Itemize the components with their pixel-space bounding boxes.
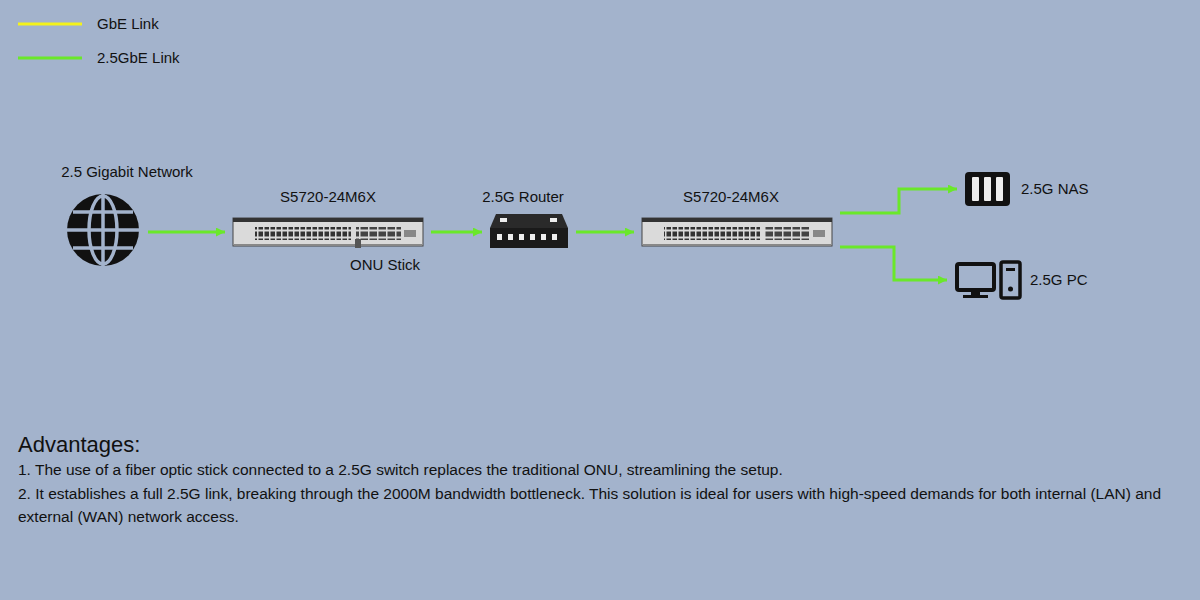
link-arrow xyxy=(840,189,957,213)
pc-node: 2.5G PC xyxy=(955,262,1020,298)
nas-icon xyxy=(965,172,1010,206)
globe-node: 2.5 Gigabit Network xyxy=(66,193,140,267)
device-label: S5720-24M6X xyxy=(683,188,779,206)
link-arrow xyxy=(431,231,482,234)
note-text: 2. It establishes a full 2.5G link, brea… xyxy=(18,482,1184,528)
device-label: S5720-24M6X xyxy=(280,188,376,206)
legend-text: GbE Link xyxy=(97,15,159,33)
router-icon xyxy=(490,214,568,248)
switch-icon xyxy=(233,218,423,248)
device-label: 2.5G Router xyxy=(482,188,564,206)
section-heading: Advantages: xyxy=(18,432,1184,458)
nas-node: 2.5G NAS xyxy=(965,172,1010,206)
pc-icon xyxy=(957,262,1020,298)
note-text: 1. The use of a fiber optic stick connec… xyxy=(18,459,1184,481)
link-arrow xyxy=(148,231,225,234)
legend-line-sample xyxy=(18,23,82,26)
device-label: 2.5G PC xyxy=(1030,271,1088,289)
switch-node: S5720-24M6X xyxy=(642,218,832,246)
switch-icon xyxy=(642,218,832,246)
link-arrow xyxy=(576,231,634,234)
switch-node: S5720-24M6XONU Stick xyxy=(233,218,423,246)
device-label: 2.5G NAS xyxy=(1021,180,1089,198)
link-arrow xyxy=(840,247,947,280)
device-note: ONU Stick xyxy=(350,256,420,274)
legend-line-sample xyxy=(18,57,82,60)
globe-icon xyxy=(67,194,139,266)
legend-text: 2.5GbE Link xyxy=(97,49,180,67)
device-label: 2.5 Gigabit Network xyxy=(61,163,193,181)
router-node: 2.5G Router xyxy=(490,214,568,248)
